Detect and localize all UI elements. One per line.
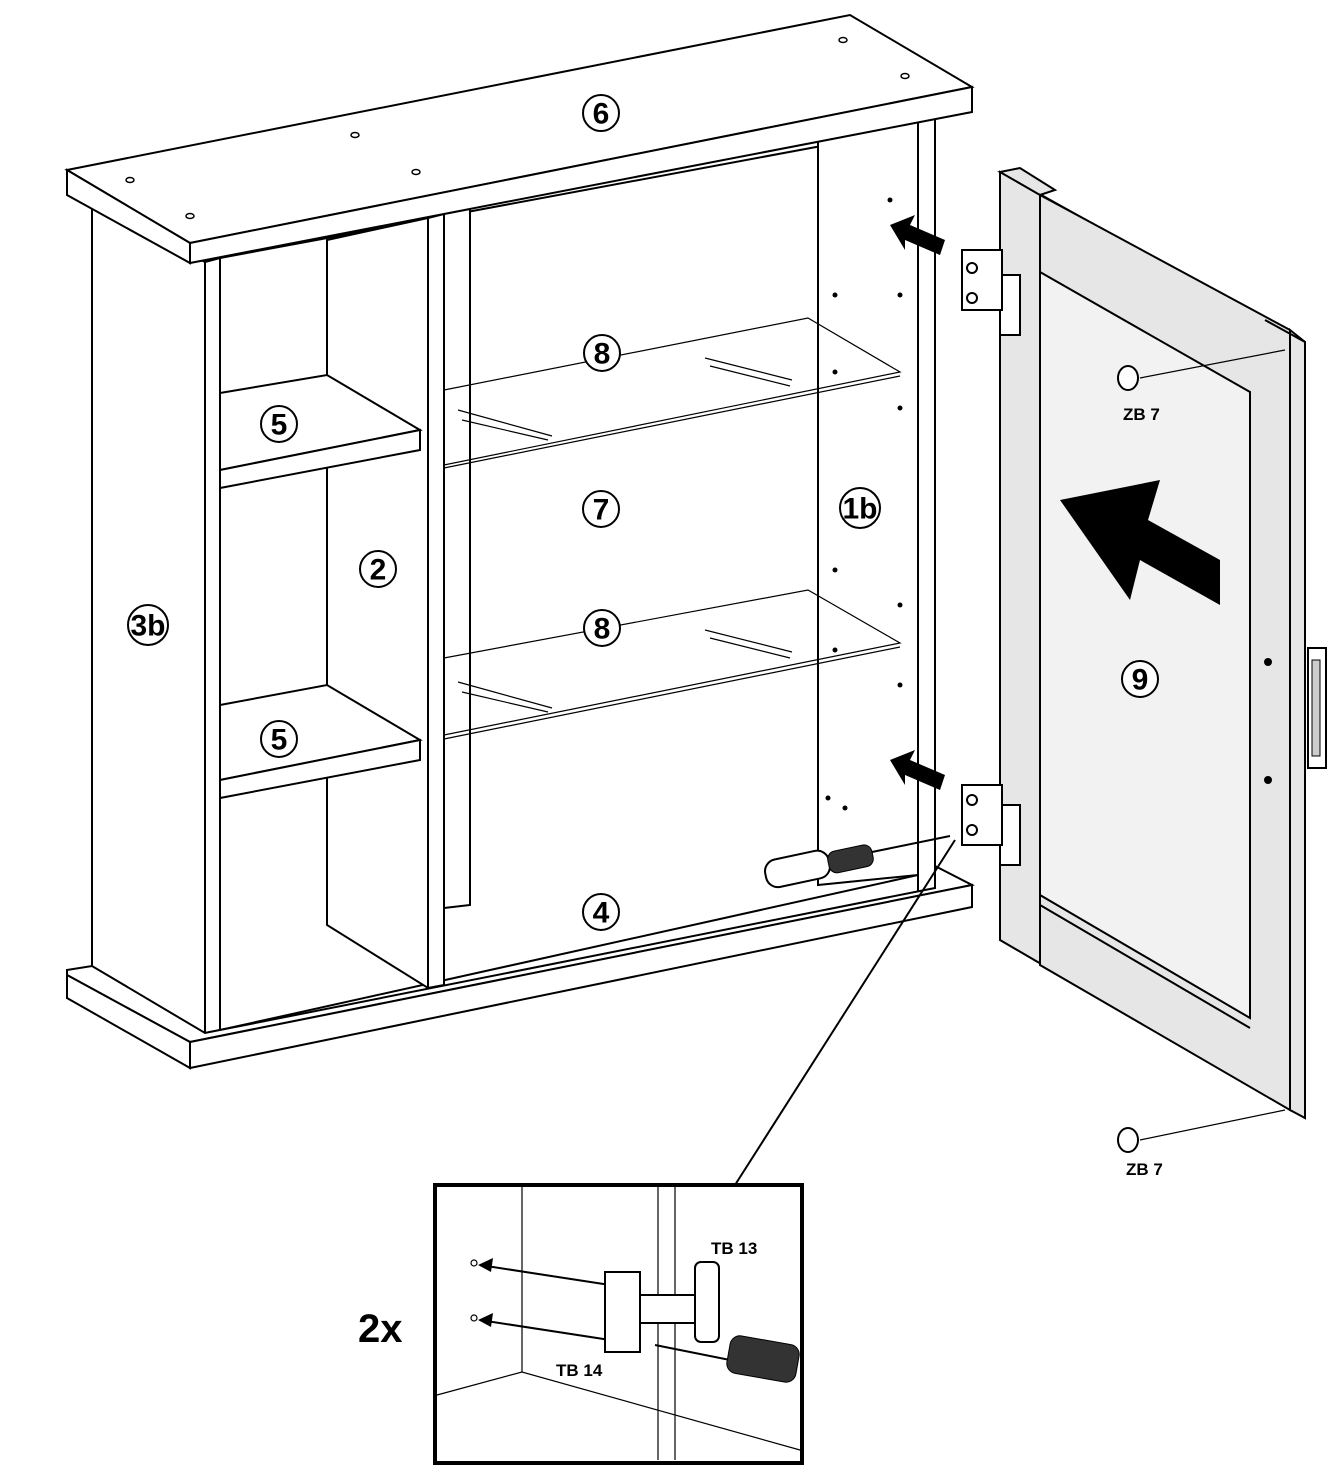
label-5-bottom: 5 <box>260 720 298 758</box>
svg-text:2: 2 <box>370 554 387 587</box>
label-zb7-bottom: ZB 7 <box>1126 1160 1163 1179</box>
knob-icon <box>1117 349 1286 1153</box>
hinge-icon <box>961 249 1021 866</box>
svg-text:3b: 3b <box>130 610 165 643</box>
hardware-labels: ZB 7 ZB 7 TB 13 TB 14 <box>556 405 1163 1380</box>
label-tb13: TB 13 <box>711 1239 757 1258</box>
back-panel-7 <box>219 126 919 1032</box>
glass-shelf-8-top <box>443 317 902 466</box>
label-8-bottom: 8 <box>583 609 621 647</box>
label-6: 6 <box>582 94 620 132</box>
label-zb7-top: ZB 7 <box>1123 405 1160 424</box>
screwdriver-icon <box>764 835 951 889</box>
arrow-icon <box>1060 480 1220 605</box>
svg-text:1b: 1b <box>842 493 877 526</box>
label-3b: 3b <box>127 604 169 646</box>
label-2: 2 <box>359 550 397 588</box>
detail-box <box>433 1183 804 1465</box>
svg-text:9: 9 <box>1132 664 1149 697</box>
divider-2 <box>326 216 429 990</box>
cabinet-body <box>64 13 976 1070</box>
svg-text:5: 5 <box>271 724 288 757</box>
svg-text:7: 7 <box>593 494 610 527</box>
svg-text:5: 5 <box>271 409 288 442</box>
label-4: 4 <box>582 893 620 931</box>
svg-text:4: 4 <box>593 897 610 930</box>
label-8-top: 8 <box>583 334 621 372</box>
label-9: 9 <box>1121 660 1159 698</box>
handle-icon <box>1307 647 1327 769</box>
label-tb14: TB 14 <box>556 1361 603 1380</box>
glass-shelf-8-bottom <box>443 589 902 736</box>
svg-text:8: 8 <box>594 613 611 646</box>
part-labels: 6 8 7 1b 2 3b 5 8 <box>127 94 1159 931</box>
label-1b: 1b <box>839 487 881 529</box>
door-9 <box>997 166 1327 1120</box>
label-5-top: 5 <box>260 405 298 443</box>
quantity-label: 2x <box>358 1307 403 1351</box>
label-7: 7 <box>582 490 620 528</box>
svg-text:6: 6 <box>593 98 610 131</box>
svg-text:8: 8 <box>594 338 611 371</box>
